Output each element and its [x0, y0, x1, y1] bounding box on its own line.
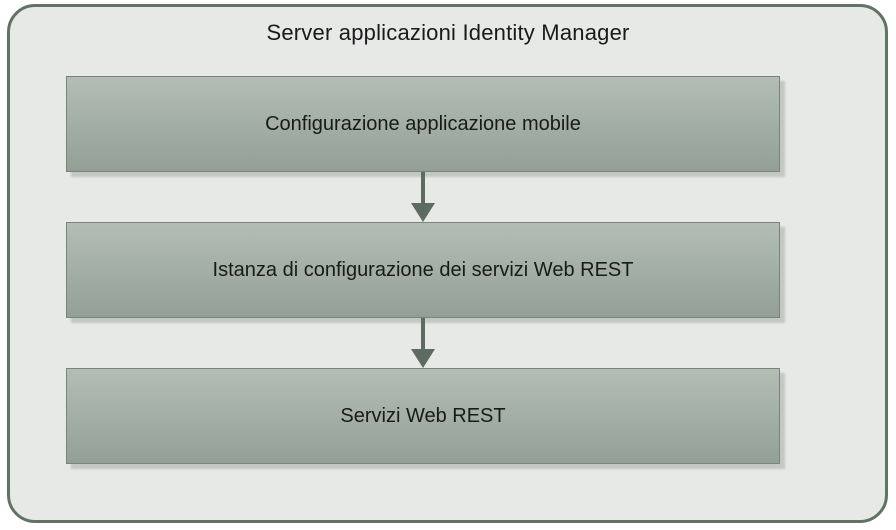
node-istanza-configurazione-servizi-web-rest: Istanza di configurazione dei servizi We…: [66, 222, 780, 318]
arrow-down-icon: [411, 172, 435, 222]
arrow-head: [411, 349, 435, 368]
arrow-head: [411, 203, 435, 222]
node-configurazione-applicazione-mobile: Configurazione applicazione mobile: [66, 76, 780, 172]
node-label: Istanza di configurazione dei servizi We…: [212, 258, 634, 281]
diagram-title: Server applicazioni Identity Manager: [266, 20, 630, 45]
node-label: Servizi Web REST: [340, 404, 506, 427]
node-label: Configurazione applicazione mobile: [265, 112, 581, 135]
arrow-down-icon: [411, 318, 435, 368]
node-servizi-web-rest: Servizi Web REST: [66, 368, 780, 464]
